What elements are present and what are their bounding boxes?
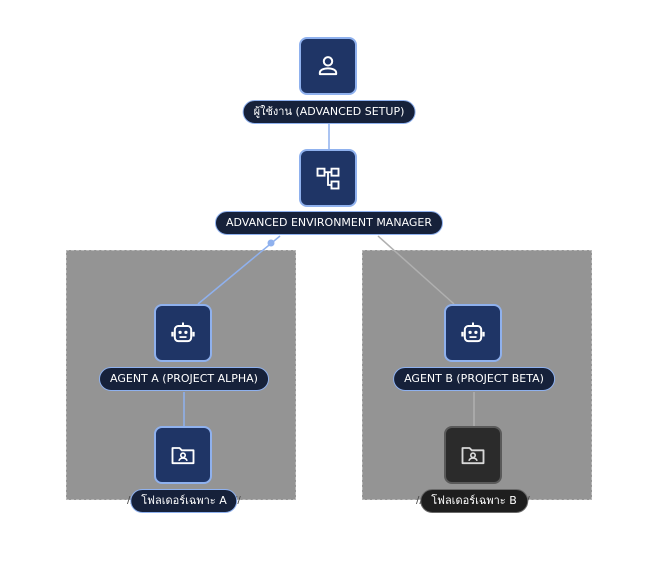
user-icon [318, 56, 338, 76]
user-folder-icon [461, 447, 485, 465]
folder-b-node-label: โฟลเดอร์เฉพาะ B [420, 489, 528, 513]
hierarchy-icon [316, 167, 340, 190]
folder-a-node[interactable] [154, 426, 212, 484]
user-folder-icon [171, 447, 195, 465]
edge-manager-agent-a-dot [267, 239, 275, 247]
user-node-label: ผู้ใช้งาน (ADVANCED SETUP) [242, 100, 416, 124]
manager-node[interactable] [299, 149, 357, 207]
edge-manager-agent-a [197, 235, 281, 305]
manager-node-label: ADVANCED ENVIRONMENT MANAGER [214, 211, 444, 235]
folder-a-node-label: โฟลเดอร์เฉพาะ A [130, 489, 238, 513]
edge-manager-agent-b [377, 235, 455, 305]
folder-b-left-mark: // [416, 496, 423, 506]
robot-icon [461, 322, 485, 343]
agent-b-node[interactable] [444, 304, 502, 362]
agent-b-node-label: AGENT B (PROJECT BETA) [393, 367, 555, 391]
folder-a-right-mark: // [234, 495, 241, 506]
folder-b-node[interactable] [444, 426, 502, 484]
user-node[interactable] [299, 37, 357, 95]
agent-a-node[interactable] [154, 304, 212, 362]
agent-a-node-label: AGENT A (PROJECT ALPHA) [99, 367, 269, 391]
robot-icon [171, 322, 195, 343]
